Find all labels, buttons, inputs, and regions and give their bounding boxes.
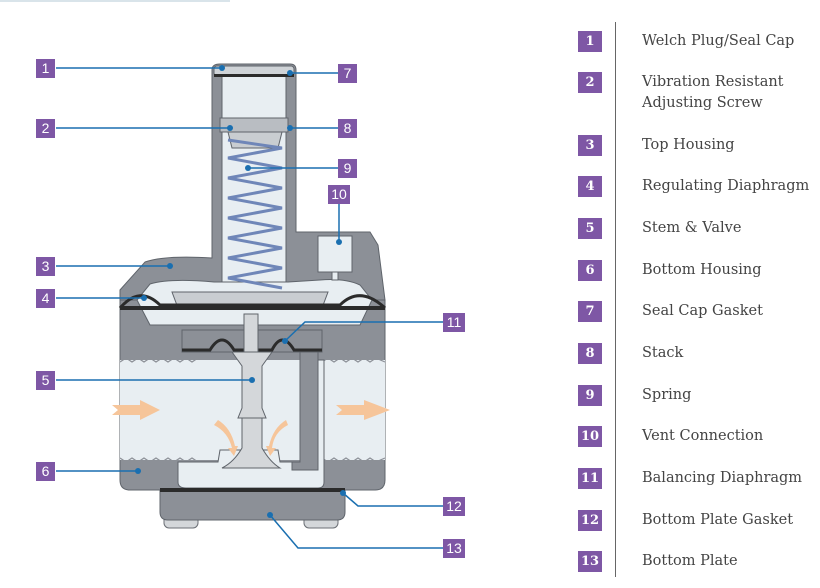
leader-dots [135, 65, 346, 518]
legend-label: Bottom Plate Gasket [642, 512, 794, 528]
legend-badge: 8 [578, 343, 602, 364]
inlet-flow-arrow [112, 400, 160, 420]
legend-badge: 10 [578, 426, 602, 447]
legend-label: Stem & Valve [642, 220, 742, 236]
bottom-plate-shape [159, 489, 346, 521]
diagram-callout-5: 5 [36, 371, 55, 390]
legend-badge: 1 [578, 31, 602, 52]
valve-flow-arrow-right [266, 420, 288, 456]
legend-badge: 9 [578, 385, 602, 406]
flow-arrows [112, 400, 390, 456]
diagram-callout-8: 8 [338, 119, 357, 138]
legend-label: Bottom Plate [642, 553, 738, 569]
diagram-callout-3: 3 [36, 257, 55, 276]
legend-badge: 5 [578, 218, 602, 239]
vent-port [331, 271, 339, 281]
legend-label: Stack [642, 345, 684, 361]
legend-label: Seal Cap Gasket [642, 303, 763, 319]
legend-label: Balancing Diaphragm [642, 470, 803, 486]
diagram-callout-12: 12 [443, 497, 465, 516]
valve-flow-arrow-left [214, 420, 238, 456]
legend-label: Top Housing [642, 137, 735, 153]
leader-lines [56, 67, 443, 549]
spring-coil [227, 138, 283, 290]
housing-threads [119, 357, 386, 463]
diagram-callout-10: 10 [328, 185, 350, 204]
legend-label: Vent Connection [642, 428, 764, 444]
bottom-plate-gasket [160, 488, 345, 492]
stem-rod [243, 313, 259, 355]
legend-badge: 12 [578, 510, 602, 531]
legend-badge: 11 [578, 468, 602, 489]
diaphragm-clamp-line [120, 306, 385, 310]
outlet-flow-arrow [336, 400, 390, 420]
legend-label: Welch Plug/Seal Cap [642, 33, 795, 49]
legend-badge: 6 [578, 260, 602, 281]
legend-badge: 7 [578, 301, 602, 322]
top-border-strip [0, 0, 230, 2]
diagram-callout-9: 9 [338, 159, 357, 178]
seal-cap-gasket [214, 74, 294, 77]
legend-badge: 4 [578, 176, 602, 197]
valve-disc [221, 417, 282, 469]
diagram-callout-1: 1 [36, 59, 55, 78]
legend-label: Bottom Housing [642, 262, 762, 278]
legend-label: Spring [642, 387, 692, 403]
diagram-callout-4: 4 [36, 289, 55, 308]
legend-badge: 3 [578, 135, 602, 156]
diagram-callout-13: 13 [443, 539, 465, 558]
vent-connection-bore [317, 235, 353, 273]
legend-label: Vibration Resistant Adjusting Screw [642, 74, 784, 111]
legend-badge: 13 [578, 551, 602, 572]
diagram-callout-2: 2 [36, 119, 55, 138]
diagram-callout-11: 11 [443, 313, 465, 332]
legend-label: Regulating Diaphragm [642, 178, 810, 194]
diagram-callout-6: 6 [36, 462, 55, 481]
legend-badge: 2 [578, 72, 602, 93]
diagram-callout-7: 7 [338, 64, 357, 83]
